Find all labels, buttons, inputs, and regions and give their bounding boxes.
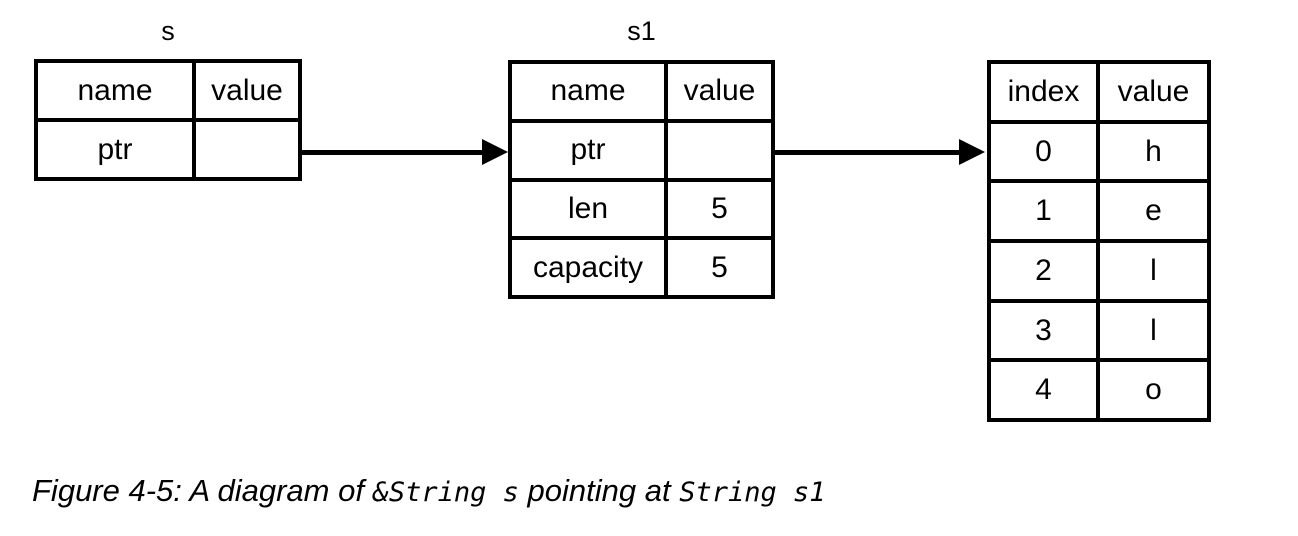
table-buffer-header-value: value [1117,74,1190,108]
table-s1-cell-len-value: 5 [711,191,728,225]
table-buffer-cell-value-3: l [1150,313,1157,347]
table-row: 1 e [991,183,1207,244]
caption-prefix: Figure 4-5: A diagram of [32,473,373,508]
arrow-s-to-s1-head [482,139,508,165]
table-s1-header-name: name [512,64,668,119]
arrow-s-to-s1-line [302,150,488,155]
table-row: ptr [512,122,771,182]
table-s1-cell-ptr-name: ptr [512,122,668,178]
table-s1-cell-capacity-value: 5 [711,250,728,284]
table-s-header-name: name [38,63,196,118]
table-row: len 5 [512,181,771,241]
table-s-cell-ptr-value [196,122,298,177]
table-buffer: index value 0 h 1 e 2 l 3 l 4 o [987,60,1211,422]
table-buffer-cell-index-2: 2 [991,243,1100,299]
table-s1: name value ptr len 5 capacity 5 [508,60,775,299]
caption-middle: pointing at [518,473,680,508]
table-s1-label: s1 [627,16,656,46]
arrow-s1-to-buffer-line [775,150,963,155]
table-row: name value [38,63,298,122]
caption-code-2: String s1 [679,477,826,508]
caption-code-1: &String s [372,477,519,508]
table-buffer-header-index: index [991,64,1100,120]
table-row: 0 h [991,123,1207,184]
table-s1-header-value: value [683,74,756,108]
arrow-s1-to-buffer-head [959,139,985,165]
table-row: name value [512,64,771,123]
table-s-label: s [161,16,175,46]
table-s-cell-ptr-name: ptr [38,122,196,177]
table-row: 4 o [991,362,1207,419]
table-buffer-cell-index-0: 0 [991,123,1100,180]
table-s: name value ptr [34,59,302,181]
table-s1-cell-capacity-name: capacity [512,240,668,295]
table-buffer-cell-index-4: 4 [991,362,1100,419]
table-buffer-cell-value-4: o [1145,373,1162,407]
table-row: ptr [38,122,298,177]
table-buffer-cell-value-2: l [1150,253,1157,287]
table-buffer-cell-value-0: h [1145,134,1162,168]
table-buffer-cell-index-3: 3 [991,302,1100,359]
table-s1-cell-len-name: len [512,181,668,237]
table-buffer-cell-value-1: e [1145,194,1162,228]
table-s-header-value: value [211,73,283,107]
table-s1-cell-ptr-value [668,123,771,178]
table-row: 2 l [991,243,1207,303]
figure-caption: Figure 4-5: A diagram of &String s point… [32,472,826,512]
table-buffer-cell-index-1: 1 [991,183,1100,240]
table-row: index value [991,64,1207,124]
table-row: capacity 5 [512,240,771,295]
table-row: 3 l [991,302,1207,363]
